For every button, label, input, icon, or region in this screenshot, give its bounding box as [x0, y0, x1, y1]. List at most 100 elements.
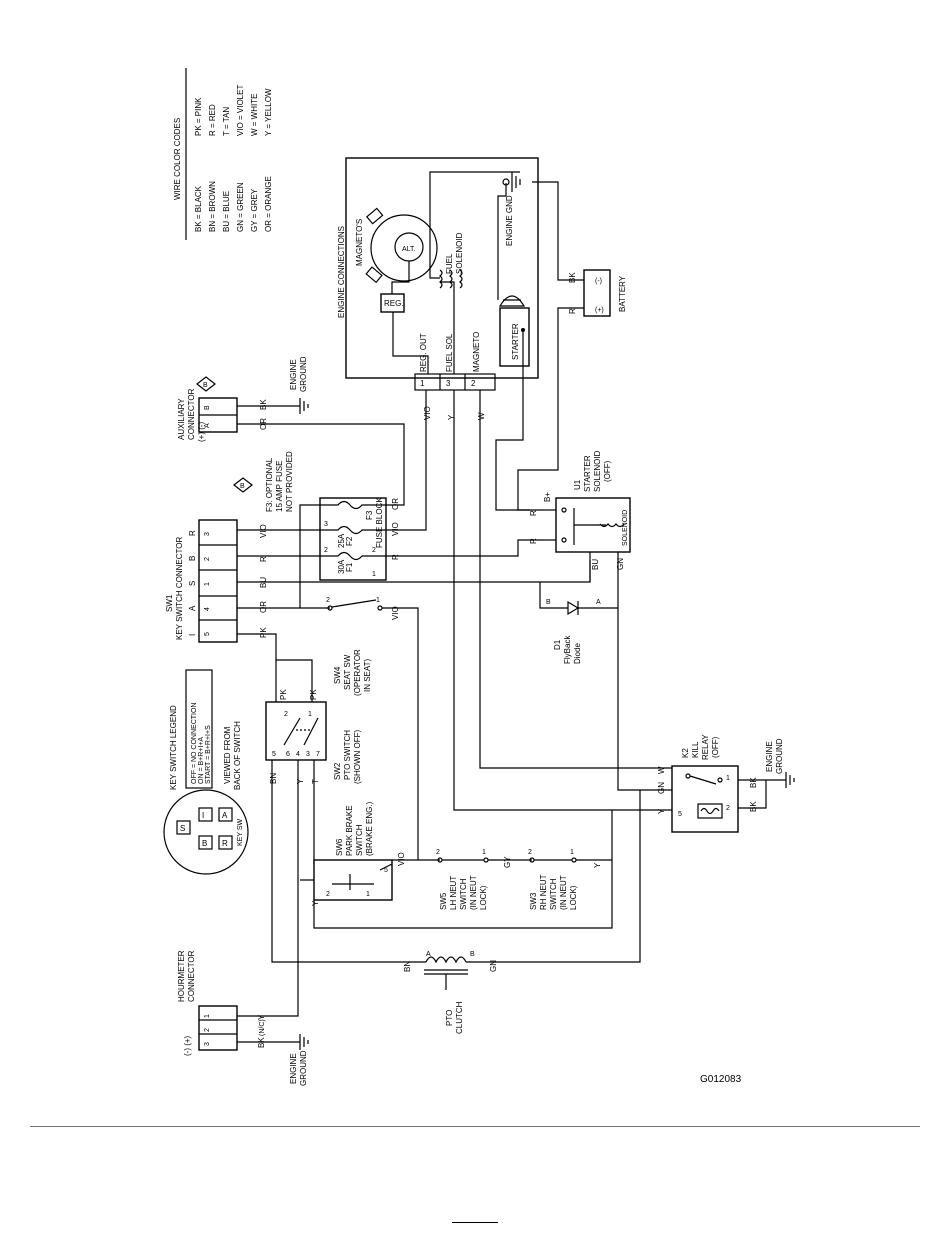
key-bu-wire	[237, 560, 591, 583]
reg-out-wire	[386, 390, 427, 531]
wire-color-legend: WIRE COLOR CODES BK = BLACK BN = BROWN B…	[173, 68, 273, 240]
fuse-note: NOT PROVIDED	[285, 451, 294, 512]
kill-relay-body	[671, 765, 739, 833]
park-brake-pin: 5	[384, 867, 388, 874]
switch-pin: 2	[436, 849, 440, 856]
clutch-label: PTO	[445, 1010, 454, 1026]
fuse-name: F1	[345, 562, 354, 572]
pin-number: 1	[204, 582, 211, 586]
wire-label: BK	[568, 272, 577, 283]
legend-entry: GN = GREEN	[236, 182, 245, 232]
solenoid-coil-icon	[459, 269, 463, 289]
fuel-sol-y-wire	[453, 390, 612, 811]
pto-pin: 5	[272, 751, 276, 758]
fuse-block-body	[319, 497, 387, 581]
figure-id: G012083	[700, 1074, 742, 1085]
fuse-pin: 2	[324, 547, 328, 554]
ks-terminal	[198, 835, 213, 850]
wire-label: BU	[591, 559, 600, 570]
pin-letter: I	[188, 634, 197, 636]
starter-cable	[495, 330, 530, 511]
clutch-pin: B	[470, 951, 475, 958]
engine-gnd-lead	[497, 183, 507, 300]
marker-letter: B	[240, 483, 245, 490]
park-brake-ref: SW6	[335, 838, 344, 856]
fuel-sol-lead	[440, 281, 455, 374]
wire-label: Y	[296, 778, 305, 784]
terminal-label: FUEL SOL	[445, 333, 454, 372]
pto-switch-label: (SHOWN OFF)	[353, 729, 362, 784]
key-switch-connector: SW1 KEY SWITCH CONNECTOR R B S A I 3 2 1…	[165, 390, 591, 660]
pto-switch-label: PTO SWITCH	[343, 730, 352, 780]
diode-icon	[567, 600, 580, 616]
magnetos-label: MAGNETO'S	[355, 219, 364, 266]
legend-entry: GY = GREY	[250, 188, 259, 232]
starter-label: STARTER	[511, 323, 520, 360]
park-brake-pin: 2	[326, 891, 330, 898]
fuse-to-solenoid-wire	[386, 539, 544, 557]
switch-pin: 1	[570, 849, 574, 856]
switch-pin: 2	[326, 597, 330, 604]
or-to-fuse-wire	[299, 504, 320, 608]
pto-pin: 3	[306, 751, 310, 758]
battery-label: BATTERY	[618, 275, 627, 312]
fuse-pin: 3	[324, 521, 328, 528]
pin-letter: S	[188, 581, 197, 586]
kill-relay-ref: K2	[681, 748, 690, 758]
solenoid-coil-icon	[599, 523, 625, 528]
legend-entry: BK = BLACK	[194, 185, 203, 232]
sw1-ref: SW1	[165, 594, 174, 612]
clutch-label: CLUTCH	[455, 1001, 464, 1034]
ground-label: ENGINE	[289, 1053, 298, 1084]
kill-relay-label: RELAY	[701, 734, 710, 760]
wire-label: OR	[259, 601, 268, 613]
alt-lead	[391, 261, 410, 294]
aux-or-wire	[237, 423, 405, 506]
battery-negative-icon: (-)	[595, 278, 602, 285]
solenoid-coil-icon	[449, 269, 453, 289]
terminal-pin: 3	[446, 379, 451, 388]
ground-label: ENGINE	[765, 741, 774, 772]
aux-label: CONNECTOR	[187, 388, 196, 440]
alt-label: ALT.	[402, 246, 416, 253]
wire-label: R	[391, 554, 400, 560]
auxiliary-connector: AUXILIARY CONNECTOR (+) (-) A B OR BK B	[177, 376, 405, 506]
fuse-rating: 25A	[337, 533, 346, 548]
engine-title: ENGINE CONNECTIONS	[337, 226, 346, 318]
ks-terminal	[198, 807, 213, 822]
aux-engine-ground: ENGINE GROUND	[289, 356, 309, 414]
switch-pin: 2	[528, 849, 532, 856]
hourmeter-label: HOURMETER	[177, 950, 186, 1002]
page-number-rule	[452, 1222, 498, 1223]
wire-label: R	[529, 538, 538, 544]
wire-label: PK	[309, 689, 318, 700]
aux-label: AUXILIARY	[177, 398, 186, 440]
ground-label: GROUND	[299, 356, 308, 392]
key-switch-body	[198, 519, 238, 643]
ground-label: GROUND	[775, 738, 784, 774]
ks-terminal	[218, 835, 233, 850]
sw1-name: KEY SWITCH CONNECTOR	[175, 537, 184, 640]
pin-letter: A	[188, 605, 197, 611]
pto-bn-wire	[271, 760, 398, 963]
battery-ground-wire	[532, 181, 584, 281]
wire-label: VIO	[397, 852, 406, 866]
solenoid-terminal	[561, 507, 567, 513]
wire-label: BN	[403, 961, 412, 972]
starter-solenoid: U1 STARTER SOLENOID (OFF) SOLENOID B+ R …	[495, 330, 672, 791]
lh-switch-label: LH NEUT	[449, 876, 458, 910]
diode-ref: D1	[553, 639, 562, 650]
rh-switch-ref: SW3	[529, 892, 538, 910]
wire-label: GN	[489, 960, 498, 972]
key-switch-face	[163, 789, 249, 875]
hourmeter-body	[198, 1005, 238, 1051]
rh-y-wire	[576, 809, 672, 861]
legend-entry: W = WHITE	[250, 94, 259, 136]
ks-terminal-letter: A	[222, 811, 228, 820]
pto-switch-ref: SW2	[333, 762, 342, 780]
relay-contact	[689, 775, 717, 785]
lh-switch-ref: SW5	[439, 892, 448, 910]
solenoid-label: (OFF)	[603, 460, 612, 482]
battery-positive-icon: (+)	[595, 307, 604, 314]
terminal-pin: 1	[420, 379, 425, 388]
